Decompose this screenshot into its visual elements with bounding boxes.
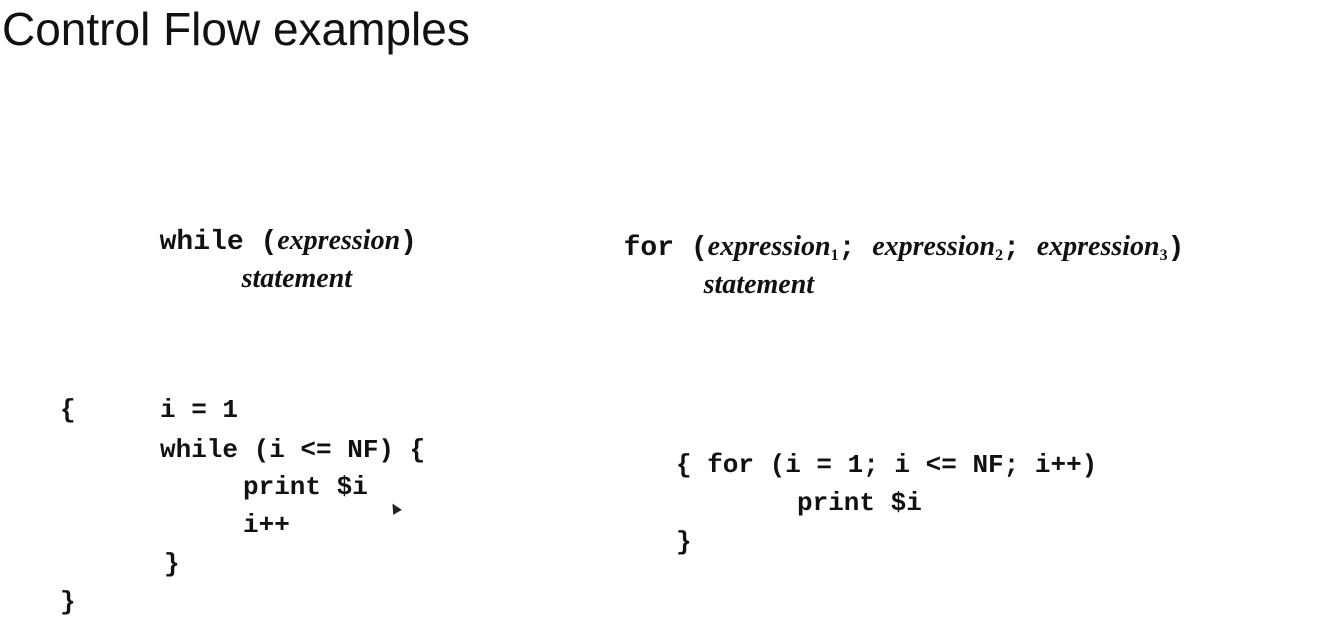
code-line: } xyxy=(164,549,180,579)
code-line: print $i xyxy=(797,488,922,518)
code-line: while (i <= NF) { xyxy=(160,435,426,465)
slide-title: Control Flow examples xyxy=(2,3,470,55)
while-statement: statement xyxy=(241,263,353,294)
while-open-paren: ( xyxy=(260,227,278,258)
for-close-paren: ) xyxy=(1167,233,1185,264)
while-close-paren: ) xyxy=(400,227,417,258)
code-line: print $i xyxy=(243,472,368,502)
for-syntax: for (expression1; expression2; expressio… xyxy=(590,196,1185,273)
code-line: { xyxy=(60,395,76,425)
code-line: } xyxy=(676,527,692,557)
for-separator-2: ; xyxy=(1003,233,1020,264)
mouse-cursor-icon xyxy=(388,501,402,515)
for-expression-2: expression2 xyxy=(872,231,1004,264)
while-syntax: while (expression) xyxy=(126,190,417,260)
for-statement: statement xyxy=(703,269,815,300)
while-statement-line: statement xyxy=(208,228,352,298)
code-line: { for (i = 1; i <= NF; i++) xyxy=(676,450,1098,480)
for-keyword: for xyxy=(623,233,675,264)
code-line: i++ xyxy=(243,510,290,540)
for-statement-line: statement xyxy=(670,234,814,304)
for-expression-1: expression1 xyxy=(707,231,839,264)
for-open-paren: ( xyxy=(690,233,708,264)
code-line: i = 1 xyxy=(160,395,239,425)
while-keyword: while xyxy=(159,227,244,258)
while-expression: expression xyxy=(277,225,401,256)
code-line: } xyxy=(60,587,76,617)
for-separator-1: ; xyxy=(838,233,856,264)
for-expression-3: expression3 xyxy=(1036,231,1168,264)
